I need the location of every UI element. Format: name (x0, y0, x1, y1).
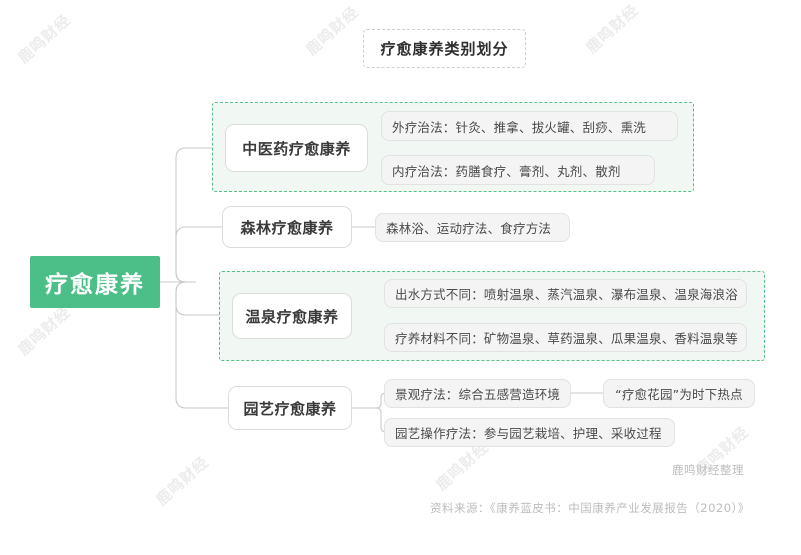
watermark-text: 鹿鸣财经 (14, 10, 75, 67)
leaf-node-tcm-external[interactable]: 外疗治法：针灸、推拿、拔火罐、刮痧、熏洗 (381, 111, 678, 141)
leaf-node-garden-landscape[interactable]: 景观疗法：综合五感营造环境 (384, 379, 571, 408)
leaf-node-hotspring-material[interactable]: 疗养材料不同：矿物温泉、草药温泉、瓜果温泉、香料温泉等 (384, 323, 747, 352)
leaf-node-garden-healing-garden[interactable]: “疗愈花园”为时下热点 (603, 379, 755, 408)
branch-node-hotspring[interactable]: 温泉疗愈康养 (232, 293, 352, 339)
branch-node-garden[interactable]: 园艺疗愈康养 (228, 386, 352, 430)
footer-credit: 鹿鸣财经整理 (672, 463, 744, 477)
branch-node-forest[interactable]: 森林疗愈康养 (222, 206, 352, 248)
leaf-node-forest-methods[interactable]: 森林浴、运动疗法、食疗方法 (375, 213, 570, 242)
watermark-text: 鹿鸣财经 (152, 452, 213, 509)
watermark-text: 鹿鸣财经 (582, 0, 643, 57)
watermark-text: 鹿鸣财经 (14, 302, 75, 359)
root-node[interactable]: 疗愈康养 (30, 256, 160, 308)
footer-source: 资料来源：《康养蓝皮书：中国康养产业发展报告（2020）》 (430, 501, 750, 515)
branch-node-tcm[interactable]: 中医药疗愈康养 (225, 124, 368, 172)
chart-title: 疗愈康养类别划分 (363, 29, 526, 68)
watermark-text: 鹿鸣财经 (302, 2, 363, 59)
leaf-node-tcm-internal[interactable]: 内疗治法：药膳食疗、膏剂、丸剂、散剂 (381, 155, 655, 185)
leaf-node-garden-operation[interactable]: 园艺操作疗法：参与园艺栽培、护理、采收过程 (384, 418, 675, 447)
leaf-node-hotspring-water[interactable]: 出水方式不同：喷射温泉、蒸汽温泉、瀑布温泉、温泉海浪浴 (384, 279, 747, 308)
